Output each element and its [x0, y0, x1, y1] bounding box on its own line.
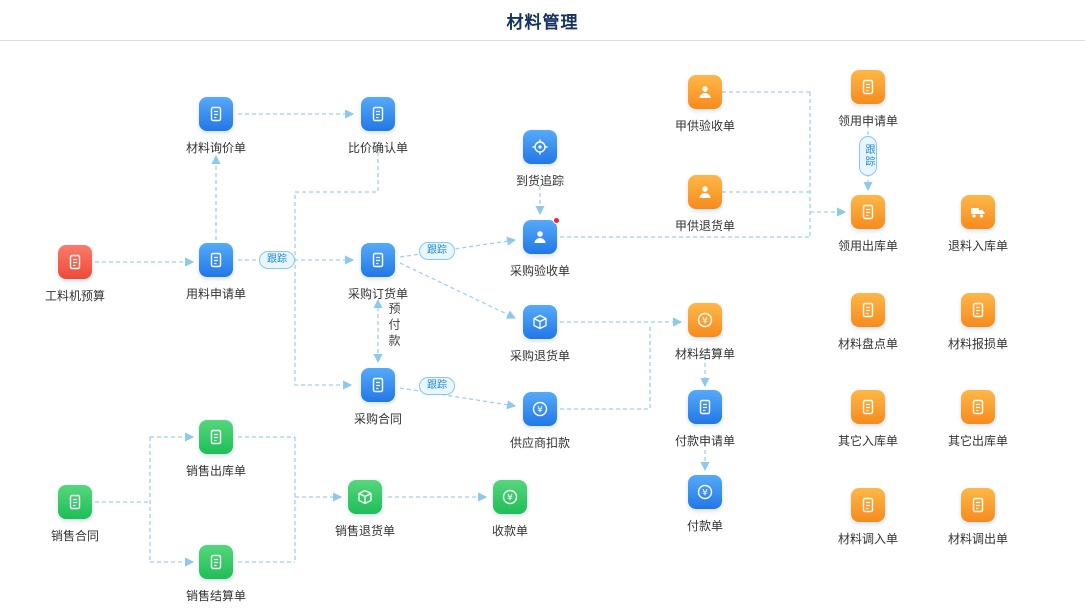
node-material-settlement[interactable]: 材料结算单: [657, 303, 753, 362]
other-inbound-icon: [851, 390, 885, 424]
node-label: 采购订货单: [347, 287, 408, 301]
node-supplier-deduction[interactable]: 供应商扣款: [492, 392, 588, 451]
sales-return-icon: [348, 480, 382, 514]
node-price-compare-confirm[interactable]: 比价确认单: [330, 97, 426, 156]
node-label: 其它出库单: [947, 434, 1008, 448]
node-label: 采购合同: [353, 412, 402, 426]
node-stocktake[interactable]: 材料盘点单: [820, 293, 916, 352]
node-payment-request[interactable]: 付款申请单: [657, 390, 753, 449]
compare-confirm-icon: [361, 97, 395, 131]
node-purchase-return[interactable]: 采购退货单: [492, 305, 588, 364]
node-sales-contract[interactable]: 销售合同: [27, 485, 123, 544]
node-purchase-acceptance[interactable]: 采购验收单: [492, 217, 588, 279]
node-label: 材料盘点单: [837, 337, 898, 351]
arrival-tracking-icon: [523, 130, 557, 164]
transfer-out-icon: [961, 488, 995, 522]
node-label: 采购退货单: [509, 349, 570, 363]
requisition-outbound-icon: [851, 195, 885, 229]
node-label: 领用申请单: [837, 114, 898, 128]
node-owner-supplied-return[interactable]: 甲供退货单: [657, 175, 753, 234]
node-label: 销售退货单: [334, 524, 395, 538]
node-payment[interactable]: 付款单: [657, 475, 753, 534]
damage-report-icon: [961, 293, 995, 327]
purchase-order-icon: [361, 243, 395, 277]
node-purchase-contract[interactable]: 采购合同: [330, 368, 426, 427]
purchase-acceptance-icon: [523, 217, 560, 254]
node-label: 采购验收单: [509, 264, 570, 278]
other-outbound-icon: [961, 390, 995, 424]
page-title: 材料管理: [506, 12, 579, 32]
node-label: 比价确认单: [347, 141, 408, 155]
supplier-deduction-icon: [523, 392, 557, 426]
node-label: 其它入库单: [837, 434, 898, 448]
node-transfer-out[interactable]: 材料调出单: [930, 488, 1026, 547]
node-purchase-order[interactable]: 采购订货单: [330, 243, 426, 302]
node-label: 材料调入单: [837, 532, 898, 546]
node-label: 材料询价单: [185, 141, 246, 155]
purchase-return-icon: [523, 305, 557, 339]
node-sales-settlement[interactable]: 销售结算单: [168, 545, 264, 604]
sales-outbound-icon: [199, 420, 233, 454]
node-label: 材料调出单: [947, 532, 1008, 546]
node-label: 收款单: [491, 524, 528, 538]
node-material-request[interactable]: 用料申请单: [168, 243, 264, 302]
node-label: 付款单: [686, 519, 723, 533]
node-label: 领用出库单: [837, 239, 898, 253]
node-label: 到货追踪: [515, 174, 564, 188]
material-request-icon: [199, 243, 233, 277]
node-sales-outbound[interactable]: 销售出库单: [168, 420, 264, 479]
track-badge: 跟踪: [259, 251, 295, 269]
node-other-outbound[interactable]: 其它出库单: [930, 390, 1026, 449]
node-label: 销售合同: [50, 529, 99, 543]
node-label: 退料入库单: [947, 239, 1008, 253]
node-label: 供应商扣款: [509, 436, 570, 450]
track-badge: 跟踪: [419, 242, 455, 260]
node-label: 工料机预算: [44, 289, 105, 303]
track-badge: 跟踪: [419, 377, 455, 395]
node-owner-supplied-acceptance[interactable]: 甲供验收单: [657, 75, 753, 134]
node-label: 甲供退货单: [674, 219, 735, 233]
transfer-in-icon: [851, 488, 885, 522]
node-label: 材料报损单: [947, 337, 1008, 351]
node-requisition-request[interactable]: 领用申请单: [820, 70, 916, 129]
node-requisition-outbound[interactable]: 领用出库单: [820, 195, 916, 254]
notification-dot: [553, 217, 560, 224]
node-label: 销售结算单: [185, 589, 246, 603]
sales-contract-icon: [58, 485, 92, 519]
node-arrival-tracking[interactable]: 到货追踪: [492, 130, 588, 189]
material-return-inbound-icon: [961, 195, 995, 229]
node-material-inquiry[interactable]: 材料询价单: [168, 97, 264, 156]
purchase-contract-icon: [361, 368, 395, 402]
material-settlement-icon: [688, 303, 722, 337]
payment-request-icon: [688, 390, 722, 424]
node-label: 销售出库单: [185, 464, 246, 478]
node-transfer-in[interactable]: 材料调入单: [820, 488, 916, 547]
requisition-request-icon: [851, 70, 885, 104]
owner-supplied-acceptance-icon: [688, 75, 722, 109]
node-material-return-inbound[interactable]: 退料入库单: [930, 195, 1026, 254]
receipt-icon: [493, 480, 527, 514]
node-label: 付款申请单: [674, 434, 735, 448]
payment-icon: [688, 475, 722, 509]
page-header: 材料管理: [0, 0, 1085, 41]
stocktake-icon: [851, 293, 885, 327]
owner-supplied-return-icon: [688, 175, 722, 209]
node-label: 材料结算单: [674, 347, 735, 361]
inquiry-document-icon: [199, 97, 233, 131]
node-label: 甲供验收单: [674, 119, 735, 133]
sales-settlement-icon: [199, 545, 233, 579]
prepayment-label: 预付款: [387, 302, 401, 350]
node-receipt[interactable]: 收款单: [462, 480, 558, 539]
node-damage-report[interactable]: 材料报损单: [930, 293, 1026, 352]
budget-document-icon: [58, 245, 92, 279]
node-labor-material-budget[interactable]: 工料机预算: [27, 245, 123, 304]
node-other-inbound[interactable]: 其它入库单: [820, 390, 916, 449]
node-sales-return[interactable]: 销售退货单: [317, 480, 413, 539]
node-label: 用料申请单: [185, 287, 246, 301]
track-badge-vertical: 跟踪: [859, 136, 877, 176]
